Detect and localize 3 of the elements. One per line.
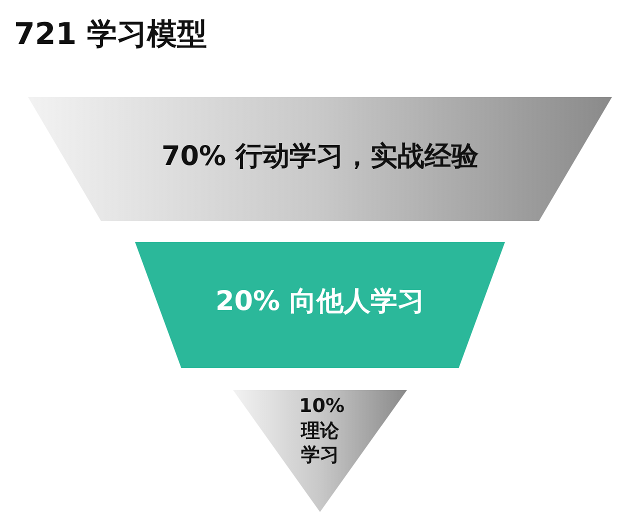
diagram-title: 721 学习模型 (14, 16, 208, 54)
band-label: 70% 行动学习，实战经验 (160, 140, 480, 174)
band-label: 20% 向他人学习 (214, 285, 426, 319)
